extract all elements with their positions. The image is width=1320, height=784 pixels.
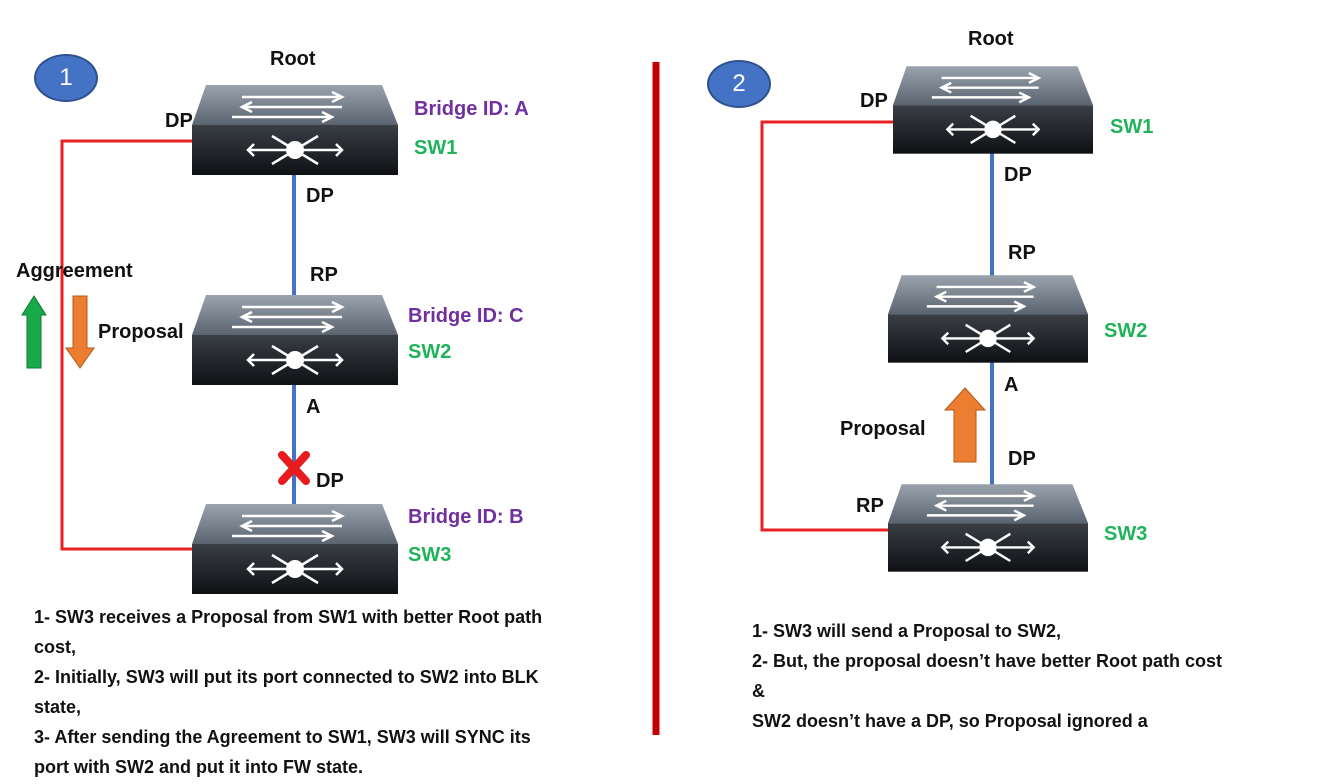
p2-sw2-up-port-label: RP	[1008, 242, 1036, 264]
panel2-proposal-label: Proposal	[840, 418, 926, 440]
switch-sw1-p2	[893, 65, 1093, 155]
sw2-down-port-label: A	[306, 396, 321, 418]
panel2-note-line: SW2 doesn’t have a DP, so Proposal ignor…	[752, 711, 1148, 731]
proposal-arrow-up-icon	[943, 387, 987, 463]
agreement-arrow-up-icon	[21, 295, 47, 369]
panel2-notes: 1- SW3 will send a Proposal to SW2, 2- B…	[752, 616, 1222, 736]
switch-sw3	[192, 504, 398, 594]
blocked-port-icon	[278, 451, 310, 485]
panel1-note-line: port with SW2 and put it into FW state.	[34, 757, 363, 777]
sw1-left-port-label: DP	[165, 110, 193, 132]
panel1-proposal-label: Proposal	[98, 321, 184, 343]
panel1-badge: 1	[34, 54, 98, 102]
p2-sw3-left-port-label: RP	[856, 495, 884, 517]
sw3-bridge-id: Bridge ID: B	[408, 506, 524, 528]
p2-sw3-up-port-label: DP	[1008, 448, 1036, 470]
panel1-note-line: state,	[34, 697, 82, 717]
panel2-note-line: 1- SW3 will send a Proposal to SW2,	[752, 621, 1062, 641]
p2-sw2-name: SW2	[1104, 320, 1148, 342]
proposal-arrow-down-icon	[65, 295, 95, 369]
p2-sw1-left-port-label: DP	[860, 90, 888, 112]
panel2-note-line: &	[752, 681, 765, 701]
switch-sw2-p2	[888, 274, 1088, 364]
sw1-down-port-label: DP	[306, 185, 334, 207]
sw1-bridge-id: Bridge ID: A	[414, 98, 529, 120]
root-link-sw1-sw3-p2	[760, 120, 900, 532]
panel1-note-line: 1- SW3 receives a Proposal from SW1 with…	[34, 607, 543, 627]
panel2-badge: 2	[707, 60, 771, 108]
agreement-label: Aggreement	[16, 260, 133, 282]
sw2-bridge-id: Bridge ID: C	[408, 305, 524, 327]
panel1-note-line: 2- Initially, SW3 will put its port conn…	[34, 667, 539, 687]
root-link-sw1-sw3	[60, 139, 200, 551]
switch-sw1	[192, 85, 398, 175]
switch-sw2	[192, 295, 398, 385]
p2-sw1-down-port-label: DP	[1004, 164, 1032, 186]
panel1-notes: 1- SW3 receives a Proposal from SW1 with…	[34, 602, 542, 782]
sw3-name: SW3	[408, 544, 452, 566]
panel2-note-line: 2- But, the proposal doesn’t have better…	[752, 651, 1223, 671]
sw2-name: SW2	[408, 341, 452, 363]
panel1-root-label: Root	[270, 48, 316, 70]
switch-sw3-p2	[888, 483, 1088, 573]
panel1-note-line: 3- After sending the Agreement to SW1, S…	[34, 727, 531, 747]
p2-sw3-name: SW3	[1104, 523, 1148, 545]
sw3-up-port-label: DP	[316, 470, 344, 492]
panel2-root-label: Root	[968, 28, 1014, 50]
panel1-note-line: cost,	[34, 637, 77, 657]
sw1-name: SW1	[414, 137, 458, 159]
p2-sw2-down-port-label: A	[1004, 374, 1019, 396]
p2-sw1-name: SW1	[1110, 116, 1154, 138]
sw2-up-port-label: RP	[310, 264, 338, 286]
